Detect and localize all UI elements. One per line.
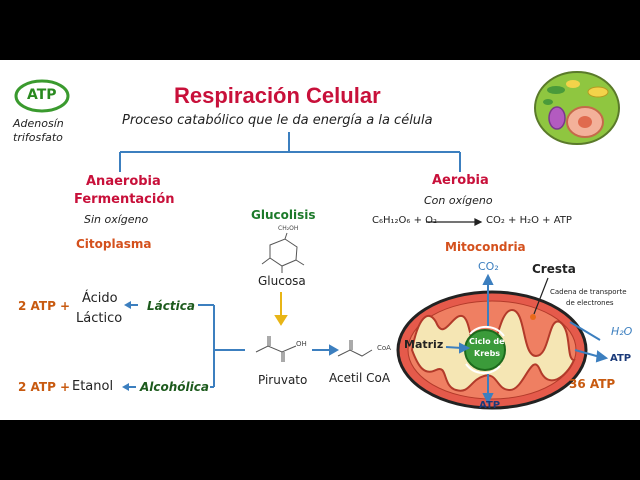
branch-lines (119, 132, 461, 172)
glucose-structure-icon (261, 232, 305, 273)
atp-right-label: ATP (610, 353, 632, 364)
lactic-product-line1: Ácido (82, 291, 118, 306)
mitochondrion-icon (396, 290, 588, 410)
glucose-ch2oh: CH₂OH (278, 225, 299, 232)
mito-arrows-icon (445, 273, 609, 405)
cell-icon (534, 71, 620, 145)
krebs-label-line2: Krebs (474, 349, 501, 358)
co2-label: CO₂ (478, 260, 499, 273)
pyruvate-oh: OH (296, 340, 307, 348)
alcoholic-product: Etanol (72, 379, 114, 394)
atp-badge-label: ATP (27, 87, 57, 103)
atp-name-line2: trifosfato (13, 131, 63, 144)
aerobia-title: Aerobia (432, 173, 489, 188)
anaerobia-title: Anaerobia (86, 174, 161, 189)
alcoholic-label: Alcohólica (140, 380, 209, 394)
cresta-label: Cresta (532, 262, 576, 276)
acetyl-coa-structure-icon (337, 340, 373, 357)
matriz-label: Matriz (404, 338, 444, 351)
pyruvate-to-acetyl-arrow-icon (312, 344, 340, 356)
atp-badge-icon (14, 79, 70, 113)
atp-name-line1: Adenosín (13, 117, 64, 130)
equation-left: C₆H₁₂O₆ + O₂ (372, 215, 438, 226)
chain-label-line1: Cadena de transporte (550, 288, 627, 296)
pyruvate-structure-icon (255, 336, 297, 362)
equation-right: CO₂ + H₂O + ATP (486, 215, 572, 226)
lactic-atp: 2 ATP + (18, 299, 71, 313)
glucolisis-title: Glucolisis (251, 208, 316, 222)
atp-bottom-label: ATP (479, 400, 501, 411)
page-title: Respiración Celular (174, 83, 381, 108)
pyruvate-label: Piruvato (258, 373, 308, 387)
glucose-label: Glucosa (258, 274, 306, 288)
page-subtitle: Proceso catabólico que le da energía a l… (122, 113, 433, 128)
atp-total-label: 36 ATP (569, 377, 616, 391)
aerobia-location: Mitocondria (445, 240, 526, 254)
fermentation-arrowheads-icon (122, 301, 131, 391)
cresta-pointer-icon (530, 277, 549, 320)
lactic-label: Láctica (147, 299, 195, 313)
alcoholic-atp: 2 ATP + (18, 380, 71, 394)
krebs-label-line1: Ciclo de (469, 337, 505, 346)
h2o-label: H₂O (611, 325, 633, 338)
diagram-canvas: ATP Adenosín trifosfato Respiración Celu… (0, 60, 640, 420)
glucolysis-arrow-icon (274, 292, 288, 326)
acetyl-coa-label: Acetil CoA (329, 371, 391, 385)
anaerobia-location: Citoplasma (76, 237, 152, 251)
diagram-drawing (14, 71, 620, 410)
fermentation-branch-lines (128, 304, 245, 388)
equation-arrow-icon (426, 218, 483, 226)
coa-label: CoA (377, 344, 391, 352)
aerobia-note: Con oxígeno (424, 194, 493, 207)
fermentacion-title: Fermentación (74, 192, 175, 207)
chain-label-line2: de electrones (566, 299, 614, 307)
lactic-product-line2: Láctico (76, 311, 123, 326)
anaerobia-note: Sin oxígeno (84, 213, 149, 226)
